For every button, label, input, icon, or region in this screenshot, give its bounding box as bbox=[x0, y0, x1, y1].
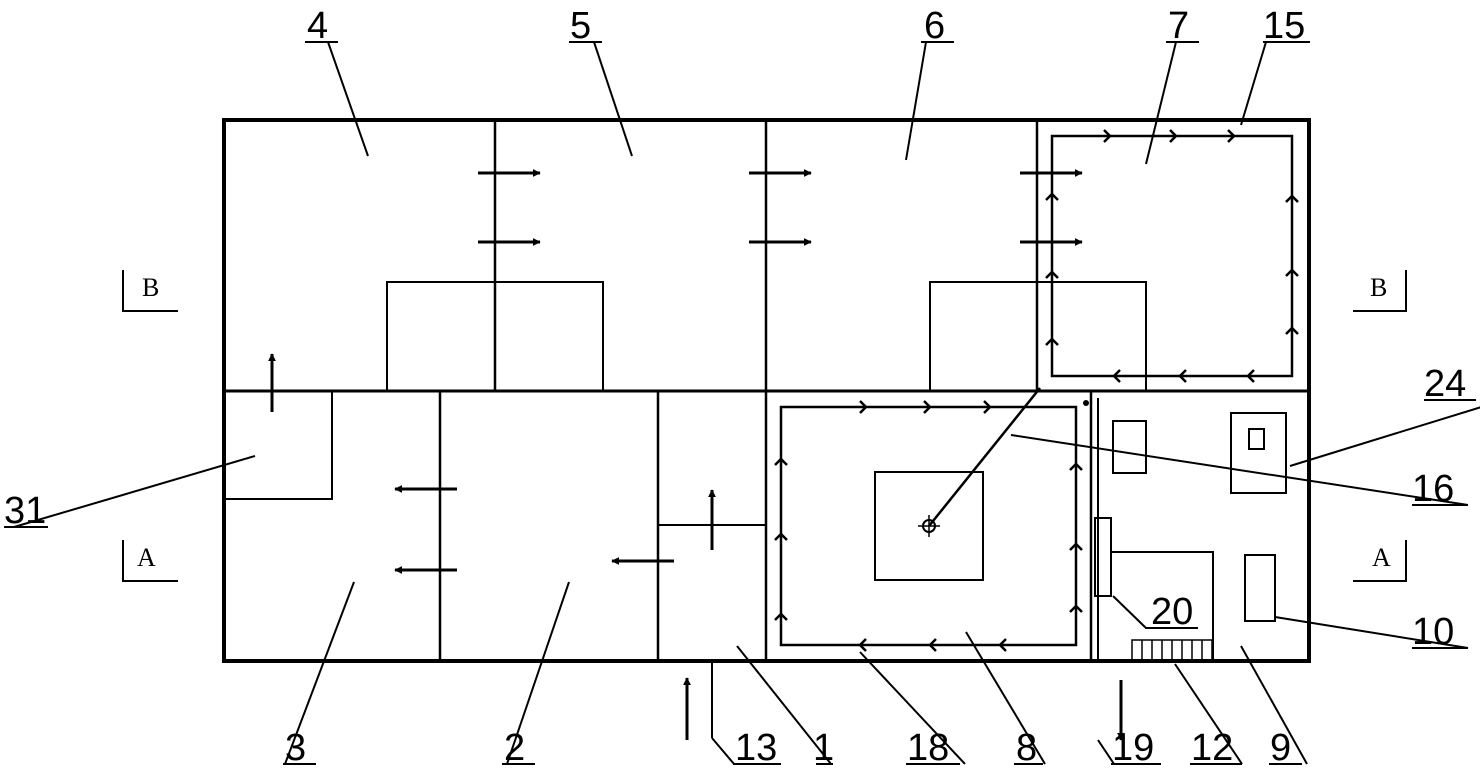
label-20: 20 bbox=[1151, 591, 1193, 633]
label-13: 13 bbox=[735, 727, 777, 768]
leader-18 bbox=[859, 651, 966, 765]
label-12: 12 bbox=[1191, 727, 1233, 768]
label-1: 1 bbox=[813, 727, 834, 768]
label-2: 2 bbox=[504, 727, 525, 768]
section-mark-b-left: B bbox=[142, 273, 159, 302]
loop-chevrons bbox=[774, 129, 1299, 652]
leader-2 bbox=[506, 581, 570, 765]
loop-7 bbox=[1050, 134, 1294, 378]
label-9: 9 bbox=[1270, 727, 1291, 768]
label-7: 7 bbox=[1168, 5, 1189, 47]
section-mark-a-right: A bbox=[1372, 543, 1391, 572]
label-10: 10 bbox=[1412, 611, 1454, 653]
label-18: 18 bbox=[907, 727, 949, 768]
leader-9 bbox=[1240, 645, 1308, 765]
equip-small-rect bbox=[1112, 420, 1147, 474]
leader-3 bbox=[284, 581, 355, 765]
equip-24-inner bbox=[1248, 428, 1265, 450]
leader-24 bbox=[1289, 406, 1480, 467]
leader-6 bbox=[905, 41, 927, 161]
label-8: 8 bbox=[1016, 727, 1037, 768]
equip-24 bbox=[1230, 412, 1287, 494]
section-mark-a-left: A bbox=[137, 543, 156, 572]
label-15: 15 bbox=[1263, 5, 1305, 47]
center-square-8 bbox=[874, 471, 984, 581]
pipe-16 bbox=[928, 387, 1041, 527]
leader-1 bbox=[736, 645, 832, 765]
leader-31 bbox=[13, 455, 256, 528]
room-31-box bbox=[224, 391, 333, 500]
leader-10 bbox=[1274, 616, 1469, 649]
leader-12 bbox=[1174, 663, 1243, 765]
equip-20 bbox=[1094, 517, 1112, 597]
leader-8 bbox=[965, 631, 1046, 765]
leader-5 bbox=[593, 41, 633, 157]
grille-12 bbox=[1131, 639, 1213, 662]
label-16: 16 bbox=[1412, 468, 1454, 510]
label-31: 31 bbox=[4, 490, 46, 532]
label-3: 3 bbox=[285, 727, 306, 768]
label-underlines bbox=[4, 41, 1476, 765]
leader-15 bbox=[1240, 41, 1267, 126]
label-4: 4 bbox=[307, 5, 328, 47]
leader-16 bbox=[1010, 434, 1469, 506]
section-marks bbox=[122, 270, 1407, 582]
leader-4 bbox=[327, 41, 369, 157]
leader-7 bbox=[1145, 41, 1177, 165]
section-mark-b-right: B bbox=[1370, 273, 1387, 302]
box-4-5 bbox=[386, 281, 604, 392]
leader-lines bbox=[13, 41, 1480, 765]
label-6: 6 bbox=[924, 5, 945, 47]
label-24: 24 bbox=[1424, 363, 1466, 405]
label-19: 19 bbox=[1112, 727, 1154, 768]
flow-arrows bbox=[268, 169, 1125, 741]
equip-box bbox=[1111, 551, 1214, 661]
label-5: 5 bbox=[570, 5, 591, 47]
equip-10 bbox=[1244, 554, 1276, 622]
